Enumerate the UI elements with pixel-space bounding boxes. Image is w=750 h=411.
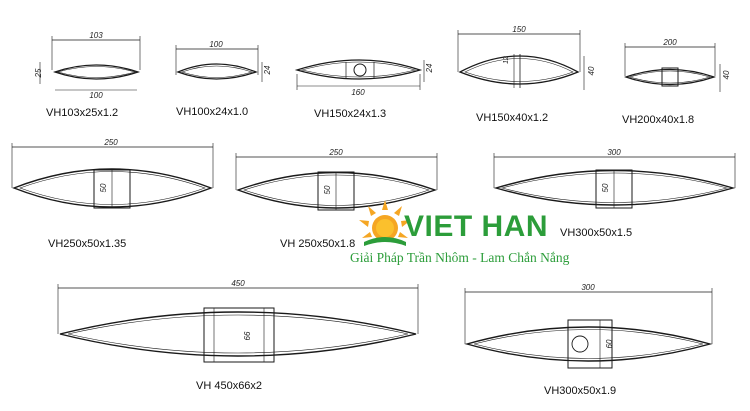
brand-name: VIET HAN [404, 210, 549, 243]
profile-vh150x40-drawing: 150 12 40 [457, 25, 596, 90]
profile-label-vh103: VH103x25x1.2 [46, 107, 119, 119]
dim-vh150x40-height: 40 [587, 66, 596, 75]
dim-vh250a-width: 250 [103, 138, 118, 147]
dim-vh250a-height: 50 [99, 183, 108, 192]
profile-vh300b-drawing: 300 60 [464, 283, 713, 369]
dim-vh300a-height: 50 [601, 183, 610, 192]
profile-label-vh300b: VH300x50x1.9 [544, 385, 617, 397]
dim-vh150x40-width: 150 [512, 25, 526, 34]
profile-vh300a-drawing: 300 50 [493, 148, 736, 209]
profile-label-vh250a: VH250x50x1.35 [48, 238, 127, 250]
dim-vh103-height: 25 [34, 68, 43, 78]
dim-vh250b-height: 50 [323, 185, 332, 194]
profile-vh250a-drawing: 250 50 [11, 138, 214, 209]
profile-label-vh100: VH100x24x1.0 [176, 106, 249, 118]
dim-vh150x40-inner: 12 [503, 56, 510, 64]
sun-logo-icon [359, 200, 411, 246]
dim-vh100-width: 100 [209, 40, 223, 49]
dim-vh200-height: 40 [722, 70, 731, 79]
profile-label-vh200: VH200x40x1.8 [622, 114, 695, 126]
dim-vh200-width: 200 [662, 38, 677, 47]
profile-vh150x24-drawing: 24 160 [294, 59, 434, 97]
dim-vh250b-width: 250 [328, 148, 343, 157]
profile-vh100-drawing: 100 24 [175, 40, 272, 82]
dim-vh300b-height: 60 [605, 339, 614, 348]
dim-vh450-width: 450 [231, 279, 245, 288]
profile-vh200-drawing: 200 40 [623, 38, 731, 92]
profile-label-vh300a: VH300x50x1.5 [560, 227, 633, 239]
profile-vh250b-drawing: 250 50 [235, 148, 438, 211]
dim-vh450-height: 66 [243, 331, 252, 340]
profile-vh450-drawing: 450 66 [57, 279, 419, 363]
dim-vh103-width-bottom: 100 [89, 91, 103, 100]
dim-vh150x24-height: 24 [425, 63, 434, 73]
profile-label-vh150x40: VH150x40x1.2 [476, 112, 549, 124]
dim-vh150x24-width: 160 [351, 88, 365, 97]
brand-tagline: Giải Pháp Trần Nhôm - Lam Chắn Nắng [350, 250, 570, 265]
dim-vh300b-width: 300 [581, 283, 595, 292]
dim-vh100-height: 24 [263, 65, 272, 75]
profile-label-vh450: VH 450x66x2 [196, 380, 263, 392]
profile-vh103-drawing: 103 25 100 [34, 31, 141, 100]
dim-vh300a-width: 300 [607, 148, 621, 157]
dim-vh103-width-top: 103 [89, 31, 103, 40]
profile-label-vh250b: VH 250x50x1.8 [280, 238, 356, 250]
profile-label-vh150x24: VH150x24x1.3 [314, 108, 387, 120]
